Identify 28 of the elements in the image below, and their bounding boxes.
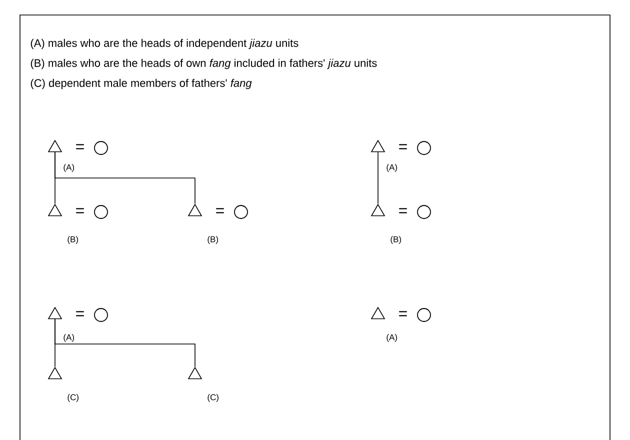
generation-label: (B) <box>390 236 401 244</box>
female-symbol <box>94 308 108 322</box>
definition-text: (B) males who are the heads of own fang included in fathers' jiazu units <box>30 58 377 70</box>
female-symbol <box>234 205 248 219</box>
generation-label: (B) <box>208 236 218 244</box>
marriage-sign: = <box>399 208 407 214</box>
female-symbol <box>94 205 108 219</box>
marriage-sign: = <box>399 144 407 150</box>
definition-text: (C) dependent male members of fathers' fang <box>30 78 252 90</box>
generation-label: (B) <box>68 236 78 244</box>
marriage-sign: = <box>76 144 84 150</box>
marriage-sign: = <box>76 311 84 316</box>
marriage-sign: = <box>76 208 84 214</box>
descent-line <box>54 152 196 204</box>
generation-label: (A) <box>386 334 397 342</box>
marriage-sign: = <box>216 208 224 214</box>
generation-label: (A) <box>64 164 74 172</box>
marriage-sign: = <box>399 311 407 316</box>
definition-text: (A) males who are the heads of independent jiazu units <box>30 38 298 50</box>
female-symbol <box>417 141 431 155</box>
generation-label: (C) <box>208 394 218 402</box>
generation-label: (C) <box>68 394 78 402</box>
generation-label: (A) <box>386 164 397 172</box>
descent-line <box>54 318 196 368</box>
female-symbol <box>417 205 431 219</box>
female-symbol <box>417 308 431 322</box>
generation-label: (A) <box>64 334 74 342</box>
female-symbol <box>94 141 108 155</box>
